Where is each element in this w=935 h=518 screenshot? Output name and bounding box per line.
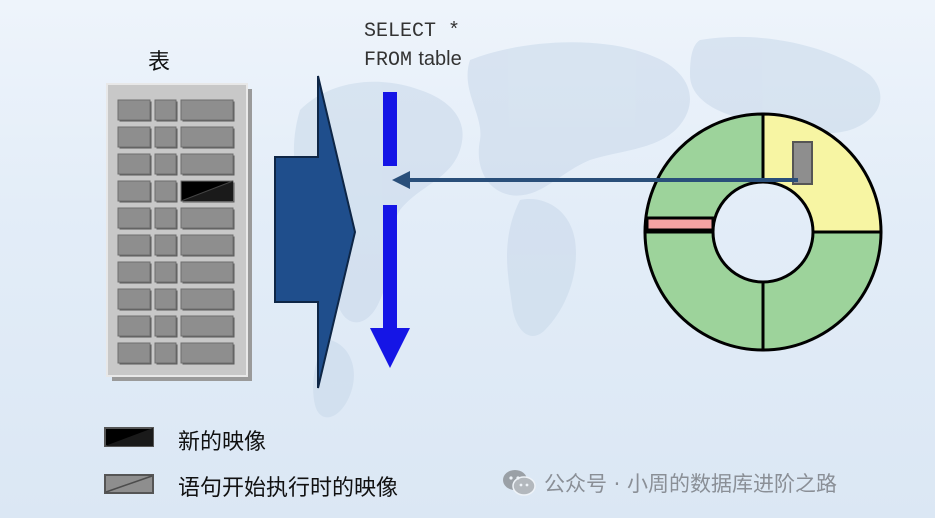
- table-cell: [117, 288, 152, 311]
- table-cell: [180, 153, 235, 176]
- sql-from-line: FROM table: [364, 46, 462, 72]
- table-cell: [154, 207, 178, 230]
- table-cell: [180, 207, 235, 230]
- read-consistent-pointer-arrow: [392, 171, 798, 189]
- table-cell: [180, 234, 235, 257]
- watermark: 公众号 · 小周的数据库进阶之路: [502, 466, 837, 500]
- world-map-background: [293, 36, 881, 418]
- table-cell: [180, 261, 235, 284]
- table-cell: [180, 99, 235, 122]
- table-cell: [117, 315, 152, 338]
- table-title: 表: [148, 50, 171, 75]
- table-cell: [117, 126, 152, 149]
- table-cell: [117, 261, 152, 284]
- legend-start-image-swatch: [104, 474, 154, 494]
- table-cell: [117, 99, 152, 122]
- table-cell: [154, 288, 178, 311]
- legend-new-image-label: 新的映像: [178, 430, 267, 455]
- legend-start-image-label: 语句开始执行时的映像: [178, 476, 399, 501]
- table-cell: [180, 288, 235, 311]
- table-cell: [117, 153, 152, 176]
- table-cell: [180, 126, 235, 149]
- table-cell: [117, 234, 152, 257]
- table-cell: [154, 315, 178, 338]
- table-graphic: [106, 83, 252, 381]
- table-cell: [154, 234, 178, 257]
- sql-table-name: table: [418, 48, 462, 70]
- table-cell: [154, 99, 178, 122]
- ring-segment: [761, 230, 883, 352]
- sql-select-line: SELECT *: [364, 20, 461, 43]
- table-cell-new-image: [180, 180, 235, 203]
- ring-before-image-block: [792, 141, 813, 185]
- table-cell: [117, 342, 152, 365]
- table-cell: [154, 180, 178, 203]
- table-cell: [154, 261, 178, 284]
- watermark-text: 公众号 · 小周的数据库进阶之路: [544, 472, 838, 496]
- sql-from-keyword: FROM: [364, 49, 413, 72]
- table-cell: [117, 180, 152, 203]
- scan-direction-arrow: [370, 92, 410, 368]
- ring-segment: [643, 230, 765, 352]
- ring-segment-current: [761, 112, 883, 234]
- table-cell: [180, 315, 235, 338]
- wechat-icon: [503, 470, 536, 496]
- big-scan-arrow: [274, 75, 357, 389]
- table-cell: [117, 207, 152, 230]
- table-cell: [180, 342, 235, 365]
- table-cell: [154, 342, 178, 365]
- table-cell: [154, 126, 178, 149]
- rollback-ring: [643, 112, 883, 352]
- legend-new-image-swatch: [104, 427, 154, 447]
- ring-segment: [643, 112, 765, 234]
- ring-undo-block-other: [645, 216, 715, 232]
- table-cell: [154, 153, 178, 176]
